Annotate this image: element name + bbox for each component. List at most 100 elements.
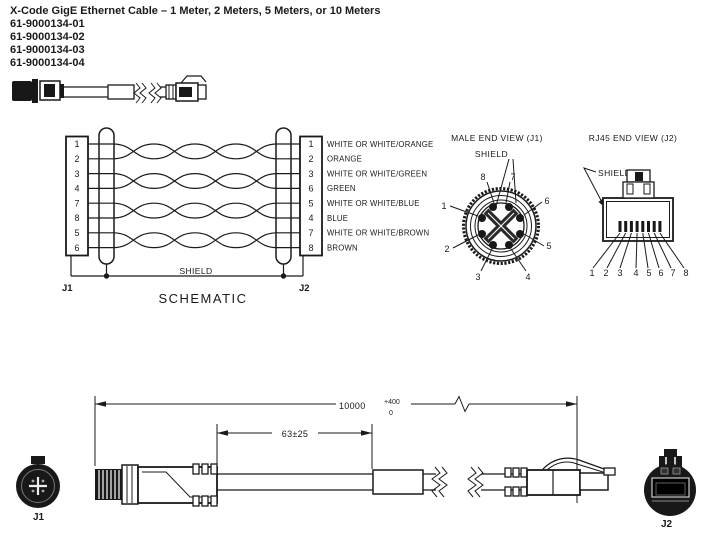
connector-face [477, 202, 525, 250]
rj45-end-view: RJ45 END VIEW (J2) SHIELD [582, 133, 689, 278]
leader-line [495, 158, 510, 207]
dimension-value-overall: 10000 [339, 401, 366, 411]
boot-slot [512, 467, 520, 478]
pin-6 [516, 214, 524, 222]
rj45-latch-thumb [180, 75, 207, 84]
wire-color-label: WHITE OR WHITE/BLUE [327, 199, 420, 208]
pin-5 [516, 230, 524, 238]
wire-pair2-b [88, 172, 300, 190]
junction-dot [103, 273, 110, 279]
contact [641, 221, 645, 232]
strain-relief-slot [192, 463, 200, 475]
break-symbol [454, 395, 470, 413]
doc-title: X-Code GigE Ethernet Cable – 1 Meter, 2 … [10, 5, 381, 17]
pin-number: 4 [525, 272, 530, 282]
pin-number: 6 [308, 184, 313, 194]
wire-pair3-b [88, 202, 300, 219]
break-symbol [467, 466, 477, 498]
pin-number: 8 [683, 268, 688, 278]
m12-connector-thumb [12, 81, 32, 101]
wire-color-label: ORANGE [327, 155, 362, 164]
pin-number: 5 [308, 198, 313, 208]
label-sleeve [372, 469, 424, 495]
strain-relief-slot [210, 463, 218, 475]
contact [629, 221, 633, 232]
pin-number: 1 [74, 139, 79, 149]
pin-number: 3 [74, 169, 79, 179]
pin-number: 3 [617, 268, 622, 278]
j1-front-view [16, 456, 60, 508]
pin-number: 2 [74, 154, 79, 164]
part-number: 61-9000134-04 [10, 57, 85, 69]
latch-hook [603, 467, 616, 476]
pin-7 [505, 203, 513, 211]
label-sleeve-thumb [107, 84, 135, 100]
pin-number: 5 [546, 241, 551, 251]
pin-number: 8 [74, 213, 79, 223]
pin-number: 7 [308, 228, 313, 238]
pin-number: 1 [589, 268, 594, 278]
pin-number: 4 [74, 184, 79, 194]
cable-photo-thumbnail [12, 75, 207, 104]
pin-3 [489, 241, 497, 249]
wire-pair4-a [88, 232, 300, 249]
wire-color-label: WHITE OR WHITE/BROWN [327, 229, 429, 238]
pin-number: 5 [74, 228, 79, 238]
pin-number: 6 [74, 243, 79, 253]
arrowhead [95, 401, 106, 407]
pin-number: 6 [658, 268, 663, 278]
j2-connector-label: J2 [661, 519, 673, 530]
pin-number: 4 [308, 213, 313, 223]
title-block: X-Code GigE Ethernet Cable – 1 Meter, 2 … [10, 5, 380, 70]
arrowhead [566, 401, 577, 407]
pin-number: 7 [510, 172, 515, 182]
contact [635, 221, 639, 232]
pin-number: 3 [475, 272, 480, 282]
boot-slot [504, 467, 512, 478]
dimension-tol-plus: +400 [384, 399, 400, 406]
dimension-value-label-offset: 63±25 [282, 429, 308, 439]
part-number: 61-9000134-02 [10, 31, 85, 43]
strain-relief-slot [192, 495, 200, 507]
pin-number: 2 [603, 268, 608, 278]
pin-number: 5 [646, 268, 651, 278]
pin-number: 8 [480, 172, 485, 182]
boot-slot [520, 486, 528, 497]
j2-pin-box [299, 135, 323, 257]
pin-number: 7 [74, 198, 79, 208]
shield-label: SHIELD [179, 266, 212, 276]
wiring-schematic: 1 2 3 4 7 8 5 6 1 2 3 6 5 4 7 8 WHITE OR… [62, 127, 433, 306]
m12-side-view [95, 463, 218, 507]
male-end-view: MALE END VIEW (J1) SHIELD [441, 133, 551, 282]
wire-pair1-a [88, 143, 300, 160]
arrowhead [217, 430, 228, 436]
dimension-drawing: 10000 +400 0 63±25 J1 [16, 395, 696, 530]
pin-number: 2 [308, 154, 313, 164]
boot-slot [504, 486, 512, 497]
strain-relief-slot [201, 463, 209, 475]
rj45-side-view [504, 457, 616, 497]
contact [618, 221, 622, 232]
j2-front-view [644, 449, 696, 516]
contact [652, 221, 656, 232]
j1-connector-label: J1 [33, 512, 45, 523]
leader-line [512, 158, 517, 204]
pin-2 [478, 230, 486, 238]
shield-label: SHIELD [598, 168, 631, 178]
j1-pin-box [65, 135, 89, 257]
boot-slot [520, 467, 528, 478]
junction-dot [280, 273, 287, 279]
coupling-nut [121, 464, 139, 505]
pin-number: 8 [308, 243, 313, 253]
pin-number: 2 [444, 244, 449, 254]
pin-number: 3 [308, 169, 313, 179]
arrowhead [361, 430, 372, 436]
pin-1 [478, 214, 486, 222]
break-symbol [133, 82, 141, 104]
contact [658, 221, 662, 232]
part-number: 61-9000134-03 [10, 44, 85, 56]
wire-color-label: BROWN [327, 243, 358, 252]
strain-relief-slot [201, 495, 209, 507]
